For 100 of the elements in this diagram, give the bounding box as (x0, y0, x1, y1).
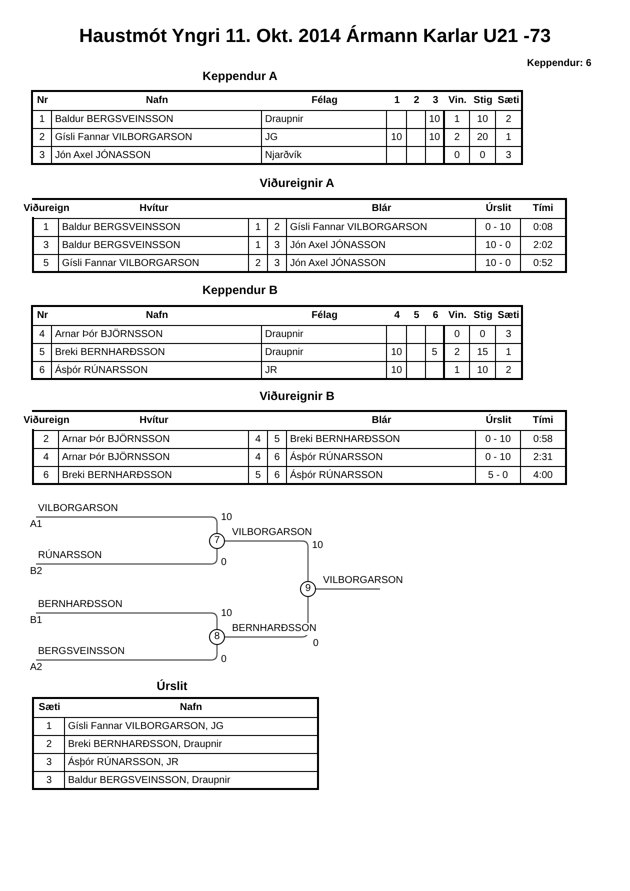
table-cell: Arnar Þór BJÖRNSSON (52, 325, 262, 343)
table-cell: Baldur BERGSVEINSSON (59, 236, 249, 254)
section-heading: Viðureignir A (260, 176, 334, 190)
table-cell: 5 (268, 430, 287, 448)
table-cell: Breki BERNHARÐSSON, Draupnir (65, 735, 317, 753)
table-cell: Baldur BERGSVEINSSON (59, 218, 249, 236)
table-cell: 10 (387, 361, 407, 379)
seed-label: A2 (30, 662, 42, 674)
table-cell: 3 (496, 325, 521, 343)
table-cell: 2 (34, 430, 59, 448)
match-circle: 7 (209, 533, 225, 549)
table-cell: 20 (470, 128, 496, 146)
table-cell: 3 (33, 146, 52, 164)
table-cell: Gísli Fannar VILBORGARSON (59, 254, 249, 272)
section-heading: Úrslit (156, 679, 188, 693)
table-cell: 1 (249, 218, 268, 236)
table-cell: 6 (34, 466, 59, 484)
table-cell: JG (262, 128, 387, 146)
table-cell: 1 (33, 110, 52, 128)
table-cell: 0 (470, 325, 496, 343)
bracket-line (316, 588, 380, 590)
table-cell: 10 - 0 (476, 254, 521, 272)
table-cell: 0 (470, 146, 496, 164)
table-cell: Draupnir (262, 110, 387, 128)
table-cell: 2 (268, 218, 287, 236)
competitor-count: Keppendur: 6 (527, 58, 592, 69)
table-cell: 10 (387, 343, 407, 361)
table-cell: 0 - 10 (476, 430, 521, 448)
table-cell: 5 (249, 466, 268, 484)
table-cell: 2 (34, 735, 65, 753)
table-cell: 1 (496, 343, 521, 361)
table-cell: 6 (268, 448, 287, 466)
table-cell: 1 (249, 236, 268, 254)
table-cell: Ásþór RÚNARSSON (287, 466, 476, 484)
table-cell: Jón Axel JÓNASSON (287, 254, 476, 272)
column-header: Viðureign (24, 412, 70, 429)
section-heading: Viðureignir B (259, 389, 335, 403)
competitor-name: BERGSVEINSSON (38, 646, 125, 658)
table-cell: 5 - 0 (476, 466, 521, 484)
table-cell: 0:08 (521, 218, 565, 236)
table-cell: 3 (268, 254, 287, 272)
table-cell: 4 (249, 448, 268, 466)
table-cell: 5 (426, 343, 445, 361)
table-cell: 4 (33, 325, 52, 343)
bracket-line (36, 516, 218, 533)
table-cell: Breki BERNHARÐSSON (287, 430, 476, 448)
table-cell: 0 (445, 325, 470, 343)
table-cell: Gísli Fannar VILBORGARSON, JG (65, 717, 317, 735)
table-cell: 10 (426, 128, 445, 146)
table-cell: Breki BERNHARÐSSON (59, 466, 249, 484)
page-title: Haustmót Yngri 11. Okt. 2014 Ármann Karlar U21 -73 (79, 26, 551, 48)
table-cell: 0 - 10 (476, 448, 521, 466)
bracket-line (36, 612, 218, 629)
table-cell: Arnar Þór BJÖRNSSON (59, 430, 249, 448)
table-cell: Draupnir (262, 325, 387, 343)
table-cell: 1 (34, 717, 65, 735)
table-cell: 4 (34, 448, 59, 466)
table-cell: 0:58 (521, 430, 565, 448)
table-cell: 10 (470, 110, 496, 128)
table-cell: Gísli Fannar VILBORGARSON (287, 218, 476, 236)
competitor-name: BERNHARÐSSON (38, 599, 122, 611)
table-cell: Gísli Fannar VILBORGARSON (52, 128, 262, 146)
table-cell: 15 (470, 343, 496, 361)
table-cell: 5 (34, 254, 59, 272)
table-cell: 2 (496, 361, 521, 379)
table-cell: 4 (249, 430, 268, 448)
score-label: 0 (313, 638, 319, 649)
table-cell: Ásþór RÚNARSSON (52, 361, 262, 379)
table-cell: 2 (249, 254, 268, 272)
table-cell: Njarðvík (262, 146, 387, 164)
table-cell: 2:31 (521, 448, 565, 466)
section-heading: Keppendur A (202, 69, 278, 83)
table-cell: 0 (445, 146, 470, 164)
match-circle: 9 (300, 581, 316, 597)
table-cell: Arnar Þór BJÖRNSSON (59, 448, 249, 466)
match-circle: 8 (209, 629, 225, 645)
bracket-line (225, 540, 309, 581)
table-cell: 5 (33, 343, 52, 361)
competitor-name: VILBORGARSON (38, 503, 118, 515)
table-cell: 10 (387, 128, 407, 146)
table-cell: Jón Axel JÓNASSON (287, 236, 476, 254)
table-cell: 1 (496, 128, 521, 146)
competitor-name: RÚNARSSON (38, 550, 102, 562)
seed-label: B2 (30, 566, 42, 578)
bracket-line (36, 645, 218, 661)
table-cell: 2 (445, 128, 470, 146)
table-cell: Baldur BERGSVEINSSON, Draupnir (65, 771, 317, 789)
table-cell: Ásþór RÚNARSSON, JR (65, 753, 317, 771)
table-cell: 2 (496, 110, 521, 128)
bracket-line (225, 597, 309, 638)
table-cell: 10 - 0 (476, 236, 521, 254)
table-cell: Draupnir (262, 343, 387, 361)
section-heading: Keppendur B (202, 283, 278, 297)
table-cell: Baldur BERGSVEINSSON (52, 110, 262, 128)
table-cell: 2 (33, 128, 52, 146)
table-cell: 1 (34, 218, 59, 236)
table-cell: 1 (445, 110, 470, 128)
edge-label: BERNHARÐSSON (232, 623, 316, 635)
table-cell: JR (262, 361, 387, 379)
seed-label: A1 (30, 519, 42, 531)
